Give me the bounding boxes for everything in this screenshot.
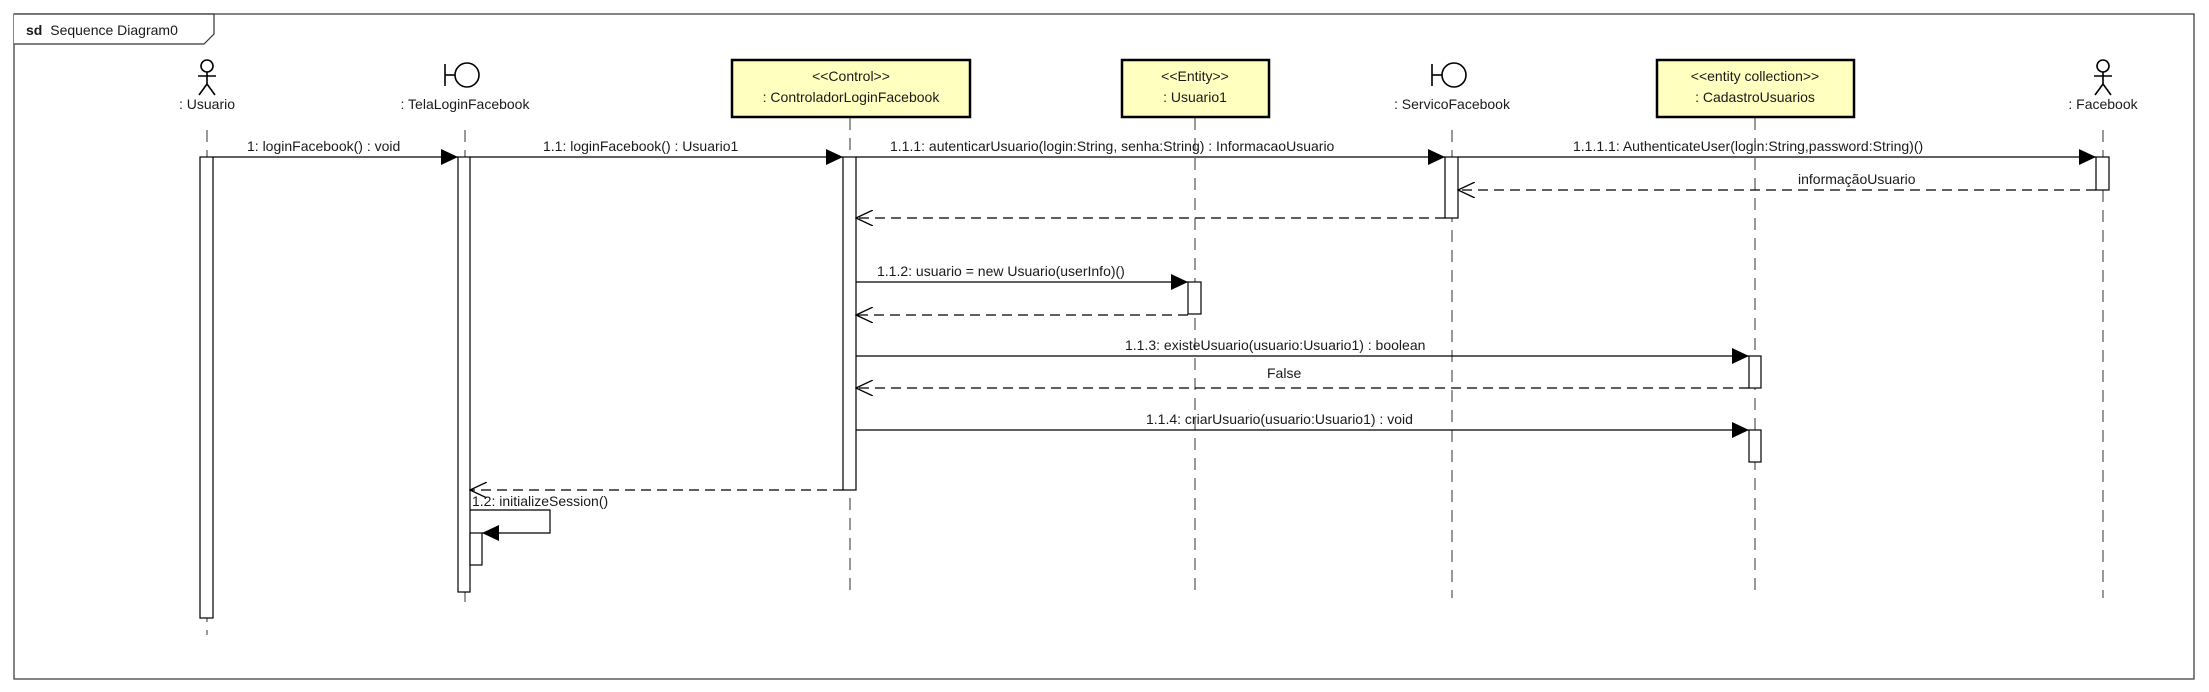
message-label: 1.1.2: usuario = new Usuario(userInfo)(): [877, 263, 1125, 279]
participant-servico: : ServicoFacebook: [1394, 62, 1511, 112]
actor-icon: [198, 59, 216, 96]
message-label: 1.1.1.1: AuthenticateUser(login:String,p…: [1573, 138, 1923, 154]
lifelines: [206, 118, 2104, 635]
frame-border: [13, 13, 2195, 680]
boundary-icon: [444, 62, 480, 88]
participant-name: : CadastroUsuarios: [1695, 89, 1815, 105]
activation-cadastro-2: [1748, 429, 1762, 463]
participant-controlador: <<Control>> : ControladorLoginFacebook: [730, 58, 972, 119]
activation-usuario: [199, 156, 214, 619]
participant-usuario1: <<Entity>> : Usuario1: [1120, 58, 1271, 119]
self-message-arrow: [470, 509, 551, 541]
message-label: 1.1.1: autenticarUsuario(login:String, s…: [890, 138, 1335, 154]
participant-cadastro: <<entity collection>> : CadastroUsuarios: [1655, 58, 1856, 119]
participant-stereotype: <<Control>>: [812, 68, 890, 84]
reply-label: False: [1267, 365, 1301, 381]
activation-facebook: [2095, 156, 2110, 191]
actor-icon: [2094, 59, 2112, 96]
participant-name: : Usuario1: [1163, 89, 1227, 105]
boundary-icon: [1431, 62, 1467, 88]
participant-tela: : TelaLoginFacebook: [401, 62, 531, 112]
class-box: [1120, 58, 1271, 119]
activations: [199, 156, 2110, 619]
messages: 1: loginFacebook() : void 1.1: loginFace…: [213, 138, 2096, 541]
activation-usuario1: [1187, 281, 1202, 315]
participant-name: : ControladorLoginFacebook: [763, 89, 941, 105]
sd-frame: sd Sequence Diagram0: [13, 13, 2195, 680]
activation-cadastro-1: [1748, 355, 1762, 389]
participant-name: : Facebook: [2068, 96, 2138, 112]
message-label: 1.1: loginFacebook() : Usuario1: [543, 138, 739, 154]
participant-name: : ServicoFacebook: [1394, 96, 1511, 112]
participant-stereotype: <<entity collection>>: [1691, 68, 1819, 84]
participant-name: : TelaLoginFacebook: [401, 96, 531, 112]
frame-keyword: sd: [26, 22, 42, 38]
class-box: [1655, 58, 1856, 119]
activation-tela-self: [469, 532, 483, 566]
message-label: 1.2: initializeSession(): [472, 493, 608, 509]
class-box: [730, 58, 972, 119]
participant-stereotype: <<Entity>>: [1161, 68, 1229, 84]
activation-tela: [457, 156, 471, 593]
activation-servico: [1444, 156, 1459, 219]
message-label: 1.1.4: criarUsuario(usuario:Usuario1) : …: [1146, 411, 1413, 427]
activation-controlador: [842, 156, 857, 491]
participant-facebook: : Facebook: [2068, 59, 2139, 112]
frame-name: Sequence Diagram0: [50, 22, 178, 38]
participant-name: : Usuario: [179, 96, 235, 112]
message-label: 1: loginFacebook() : void: [247, 138, 400, 154]
reply-label: informaçãoUsuario: [1798, 171, 1916, 187]
participant-usuario: : Usuario: [179, 59, 235, 112]
message-label: 1.1.3: existeUsuario(usuario:Usuario1) :…: [1125, 337, 1425, 353]
frame-title-tab: [14, 13, 215, 45]
frame-title: sd Sequence Diagram0: [26, 22, 178, 38]
